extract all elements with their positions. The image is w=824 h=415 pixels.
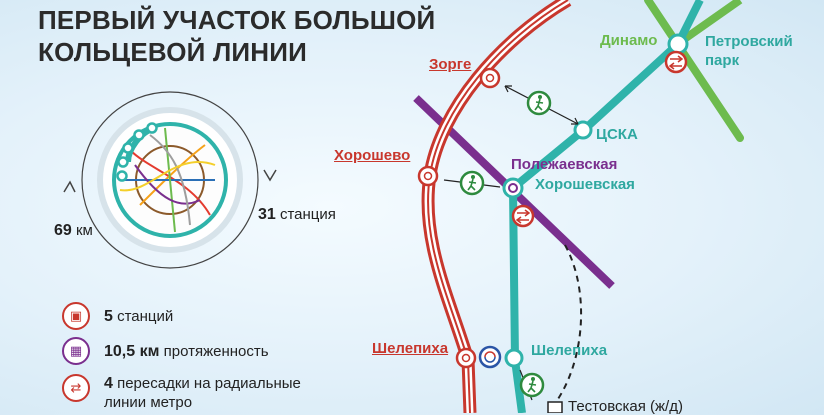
length-unit: км <box>75 222 93 239</box>
transfer-icon: ⇄ <box>62 374 90 402</box>
legend-label: протяженность <box>163 343 269 360</box>
mini-scheme <box>63 91 277 269</box>
rail-icon: ▦ <box>62 337 90 365</box>
label-polezhaevskaya[interactable]: Полежаевская <box>511 156 618 173</box>
label-petrovsky-park-line2: парк <box>705 52 740 69</box>
station-cska[interactable] <box>573 120 593 140</box>
legend-value: 5 <box>104 308 113 325</box>
length-stat: 69 км <box>54 222 93 240</box>
label-khoroshevskaya[interactable]: Хорошевская <box>535 176 635 193</box>
label-petrovsky-park-line1: Петровский <box>705 33 793 50</box>
arrow-icon <box>63 180 76 193</box>
mini-station <box>146 122 158 134</box>
title-line-2: КОЛЬЦЕВОЙ ЛИНИИ <box>38 37 308 67</box>
label-cska[interactable]: ЦСКА <box>596 126 638 143</box>
legend-value: 10,5 км <box>104 343 160 360</box>
walk-transfer-zorge-cska <box>504 85 579 125</box>
legend-item-stations: ▣ 5 станций <box>62 302 173 330</box>
metro-transfer-icon <box>664 50 688 74</box>
legend-label: станций <box>117 308 174 325</box>
stations-value: 31 <box>258 206 276 223</box>
mini-line-gray <box>149 134 191 226</box>
metro-transfer-icon <box>511 204 535 228</box>
label-petrovsky-park[interactable]: Петровский парк <box>705 32 793 70</box>
train-icon: ▣ <box>62 302 90 330</box>
legend-item-transfers: ⇄ 4 пересадки на радиальные линии метро <box>62 374 301 412</box>
mck-station-khoroshevo[interactable] <box>417 165 439 187</box>
mck-station-zorge[interactable] <box>479 67 501 89</box>
mini-station <box>122 142 134 154</box>
label-shelepikha[interactable]: Шелепиха <box>531 342 608 359</box>
walk-transfer-shelepikha <box>519 369 545 401</box>
mini-line-orange <box>139 144 206 206</box>
label-testovskaya[interactable]: Тестовская (ж/д) <box>568 398 683 415</box>
station-dinamo[interactable] <box>667 33 689 55</box>
length-arc <box>81 91 259 269</box>
label-zorge[interactable]: Зорге <box>429 56 472 73</box>
dashed-link <box>555 244 583 403</box>
green-line <box>644 0 744 142</box>
walk-transfer-khoroshevo-polezhaevskaya <box>443 170 501 196</box>
legend-label-cont: линии метро <box>104 394 193 411</box>
mck-station-shelepikha[interactable] <box>455 347 477 369</box>
rail-transfer-icon <box>478 345 502 369</box>
legend-item-length: ▦ 10,5 км протяженность <box>62 337 269 365</box>
station-khoroshevskaya[interactable] <box>502 177 524 199</box>
length-value: 69 <box>54 222 72 239</box>
mini-station <box>133 129 145 141</box>
mini-line-purple <box>134 164 201 205</box>
rail-station-marker <box>547 401 563 413</box>
mini-station <box>116 170 128 182</box>
label-shelepikha-mck[interactable]: Шелепиха <box>372 340 449 357</box>
title-line-1: ПЕРВЫЙ УЧАСТОК БОЛЬШОЙ <box>38 5 436 35</box>
page-title: ПЕРВЫЙ УЧАСТОК БОЛЬШОЙ КОЛЬЦЕВОЙ ЛИНИИ <box>38 4 435 68</box>
mini-line-green <box>164 127 176 233</box>
green-line-branch <box>680 0 743 44</box>
stations-stat: 31 станция <box>258 206 336 224</box>
legend-value: 4 <box>104 375 113 392</box>
legend-label: пересадки на радиальные <box>117 375 301 392</box>
label-dinamo[interactable]: Динамо <box>600 32 658 49</box>
stations-unit: станция <box>279 206 336 223</box>
label-khoroshevo[interactable]: Хорошево <box>334 147 411 164</box>
arrow-icon <box>263 169 277 182</box>
station-shelepikha[interactable] <box>504 348 524 368</box>
mini-station <box>117 156 129 168</box>
mini-line-yellow <box>119 160 216 192</box>
